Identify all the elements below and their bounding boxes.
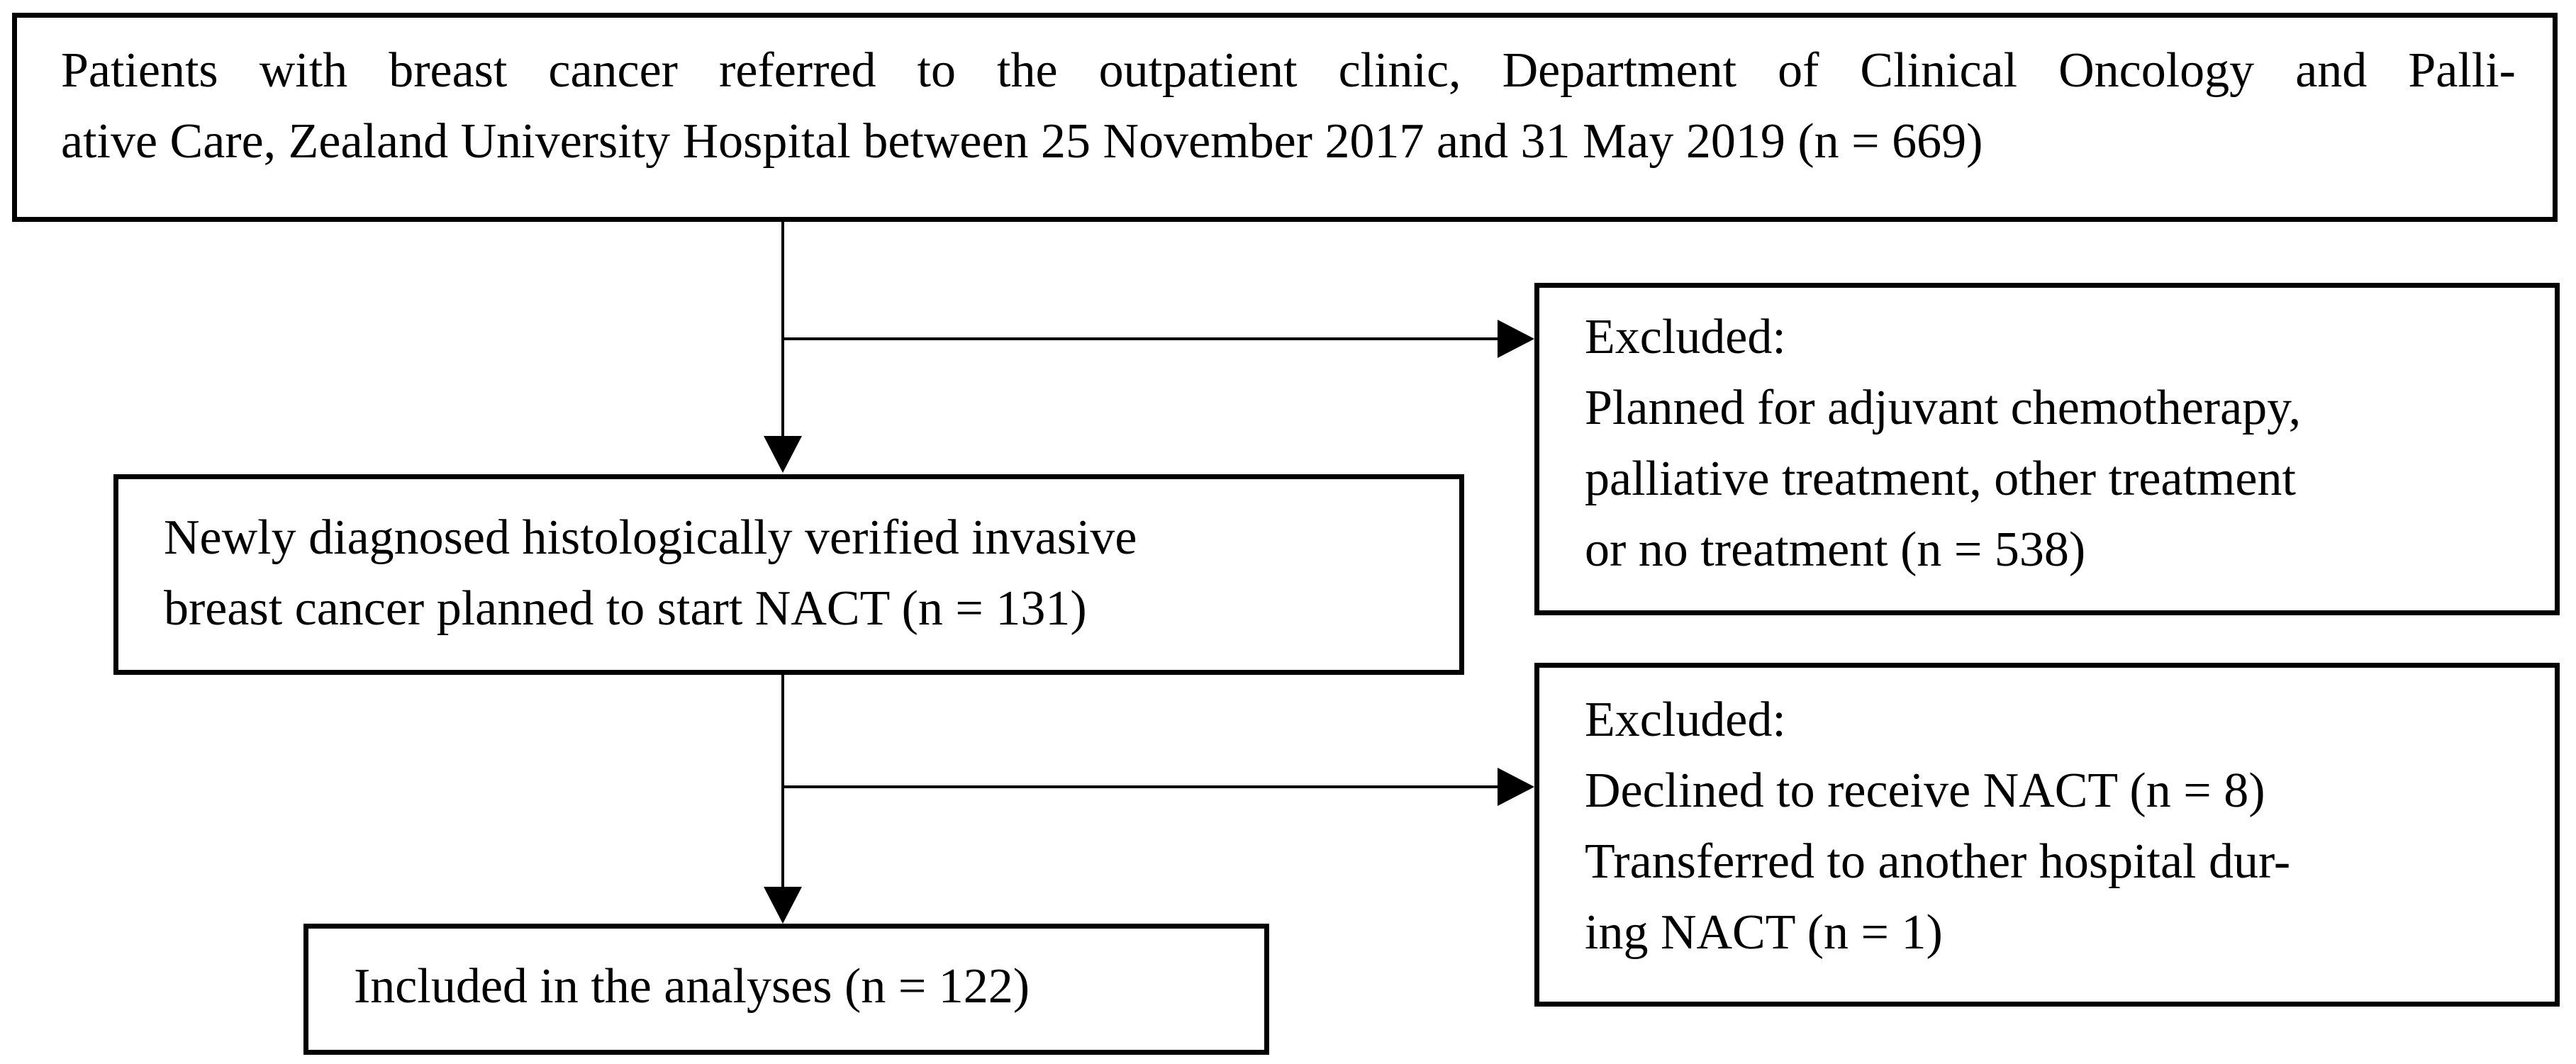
box-planned-nact-line-1: Newly diagnosed histologically verified …: [164, 510, 1137, 565]
connector-branch-excluded-during-nact: [781, 785, 1499, 788]
box-excluded-before-nact-line-4: or no treatment (n = 538): [1585, 522, 2086, 577]
box-excluded-before-nact-line-1: Excluded:: [1585, 310, 1786, 364]
box-excluded-before-nact: Excluded: Planned for adjuvant chemother…: [1534, 283, 2560, 615]
arrowhead-right-excluded-during-nact-icon: [1498, 768, 1534, 806]
connector-branch-excluded-before-nact: [781, 337, 1499, 340]
box-excluded-during-nact-line-3: Transferred to another hospital dur-: [1585, 834, 2291, 889]
arrowhead-down-planned-icon: [764, 436, 802, 473]
box-excluded-before-nact-line-3: palliative treatment, other treatment: [1585, 452, 2296, 506]
box-excluded-during-nact-line-1: Excluded:: [1585, 693, 1786, 747]
box-planned-nact: Newly diagnosed histologically verified …: [113, 474, 1464, 675]
arrowhead-down-included-icon: [764, 887, 802, 924]
box-included-analyses-line-1: Included in the analyses (n = 122): [354, 959, 1030, 1014]
connector-referred-to-planned: [781, 222, 784, 437]
box-referred-line-1: Patients with breast cancer referred to …: [61, 43, 2516, 98]
arrowhead-right-excluded-before-nact-icon: [1498, 320, 1534, 358]
box-referred-patients: Patients with breast cancer referred to …: [12, 13, 2558, 222]
box-referred-line-2: ative Care, Zealand University Hospital …: [61, 114, 1983, 169]
box-excluded-during-nact-line-2: Declined to receive NACT (n = 8): [1585, 763, 2265, 818]
box-excluded-during-nact: Excluded: Declined to receive NACT (n = …: [1534, 663, 2560, 1007]
box-excluded-before-nact-line-2: Planned for adjuvant chemotherapy,: [1585, 381, 2302, 435]
box-planned-nact-line-2: breast cancer planned to start NACT (n =…: [164, 581, 1087, 636]
box-included-analyses: Included in the analyses (n = 122): [303, 924, 1269, 1055]
box-excluded-during-nact-line-4: ing NACT (n = 1): [1585, 905, 1943, 960]
connector-planned-to-included: [781, 675, 784, 888]
